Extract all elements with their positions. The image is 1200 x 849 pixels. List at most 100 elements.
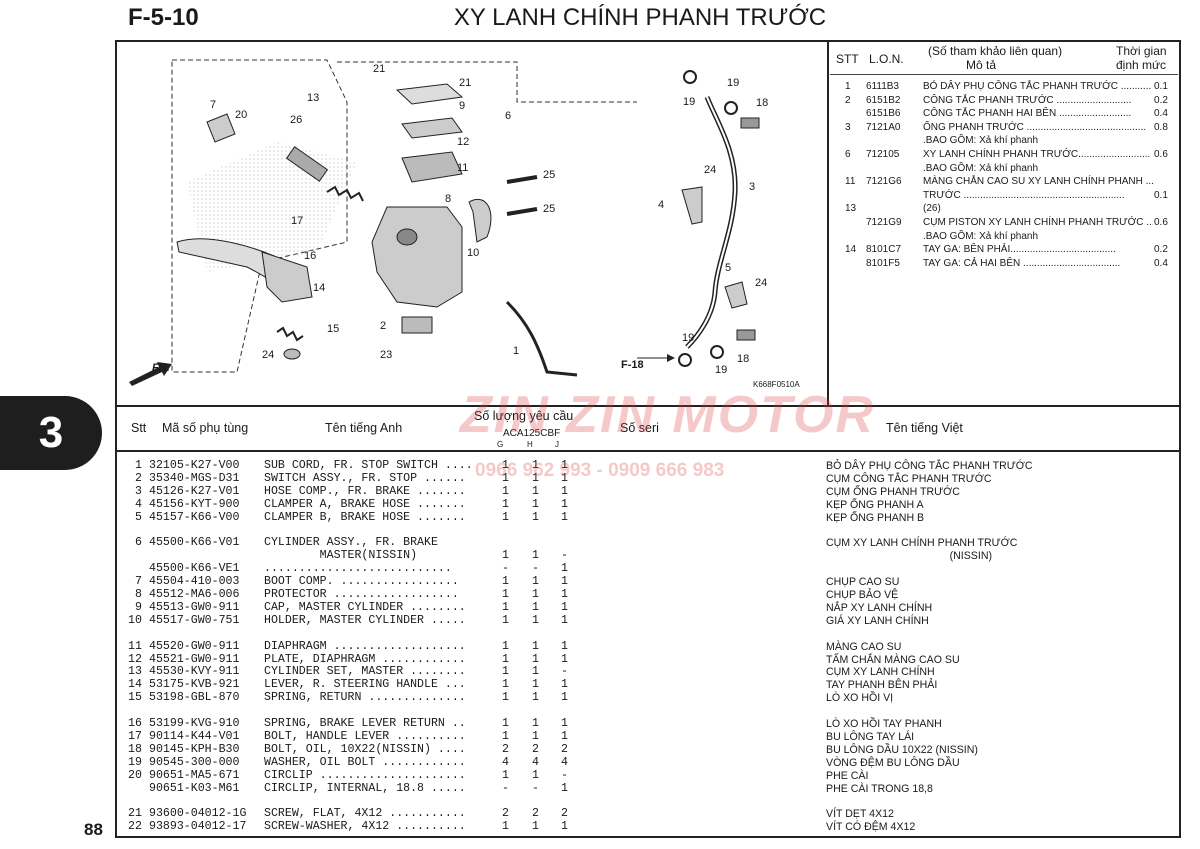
row-part-no: 45157-K66-V00 [149, 510, 240, 524]
row-qty-h: 2 [532, 807, 539, 821]
row-vietnamese: MÀNG CAO SU [826, 640, 902, 653]
callout-24b: 24 [755, 277, 768, 289]
ref-time: 0.8 [1154, 121, 1168, 133]
row-qty-j: 1 [561, 639, 568, 653]
col-header-h: H [527, 440, 533, 449]
row-vietnamese: (NISSIN) [826, 550, 992, 563]
row-english: MASTER(NISSIN) [264, 549, 418, 563]
row-vietnamese: CỤM CÔNG TẮC PHANH TRƯỚC [826, 472, 992, 485]
row-stt: 6 [128, 536, 142, 550]
row-stt: 3 [128, 484, 142, 498]
ref-header-related: (Số tham khảo liên quan) [928, 44, 1063, 58]
callout-3: 3 [749, 181, 756, 193]
row-stt: 21 [128, 807, 142, 821]
row-vietnamese: NẮP XY LANH CHÍNH [826, 601, 933, 614]
ref-desc: (26) [923, 203, 941, 215]
row-vietnamese: CỤM ỐNG PHANH TRƯỚC [826, 485, 960, 498]
row-stt: 11 [128, 639, 142, 653]
row-vietnamese: CHỤP BẢO VỆ [826, 589, 899, 601]
row-english: PROTECTOR .................. [264, 588, 459, 601]
row-vietnamese: CHỤP CAO SU [826, 576, 900, 589]
callout-2: 2 [380, 320, 387, 332]
row-stt: 19 [128, 755, 142, 769]
callout-19b: 19 [727, 77, 740, 89]
row-english: CIRCLIP ..................... [264, 768, 466, 782]
callout-7: 7 [210, 99, 217, 111]
row-qty-j: 1 [561, 691, 568, 705]
callout-26: 26 [290, 114, 303, 126]
row-stt: 8 [128, 588, 142, 601]
row-qty-h: 1 [532, 613, 539, 627]
row-stt: 22 [128, 820, 142, 834]
ref-lon: 6151B6 [866, 108, 901, 120]
col-header-vietnamese: Tên tiếng Việt [886, 421, 963, 435]
ref-time: 0.4 [1154, 257, 1168, 269]
row-part-no: 90545-300-000 [149, 755, 240, 769]
page-title: XY LANH CHÍNH PHANH TRƯỚC [453, 4, 827, 31]
ref-desc: BỎ DÂY PHỤ CÔNG TẮC PHANH TRƯỚC ........… [923, 81, 1152, 92]
row-qty-j: 1 [561, 471, 568, 485]
row-english: LEVER, R. STEERING HANDLE ... [264, 678, 466, 692]
row-stt: 7 [128, 575, 142, 589]
row-stt: 20 [128, 768, 142, 782]
row-part-no: 45500-K66-VE1 [149, 562, 240, 576]
row-part-no: 93600-04012-1G [149, 807, 247, 821]
row-stt: 1 [128, 459, 142, 472]
ref-lon: 8101C7 [866, 244, 902, 256]
col-header-j: J [555, 440, 559, 449]
callout-23: 24 [262, 349, 275, 361]
row-qty-j: 1 [561, 510, 568, 524]
row-qty-h: 1 [532, 820, 539, 834]
ref-lon: 7121A0 [866, 121, 901, 133]
row-vietnamese: KẸP ỐNG PHANH B [826, 511, 925, 524]
ref-desc: .BAO GỒM: Xả khí phanh [923, 162, 1039, 174]
callout-21a: 21 [373, 63, 386, 75]
row-qty-g: 1 [502, 600, 509, 614]
row-part-no: 45156-KYT-900 [149, 497, 240, 511]
ref-time: 0.1 [1154, 189, 1168, 201]
row-qty-j: 1 [561, 820, 568, 834]
row-qty-j: 1 [561, 781, 568, 795]
row-vietnamese: PHE CÀI TRONG 18,8 [826, 782, 933, 795]
ref-lon: 6151B2 [866, 94, 901, 106]
page-frame [115, 40, 1181, 838]
ref-desc: MÀNG CHẮN CAO SU XY LANH CHÍNH PHANH ...… [923, 176, 1153, 188]
row-vietnamese: VÒNG ĐỆM BU LÔNG DẦU [826, 756, 960, 769]
row-vietnamese: CỤM XY LANH CHÍNH [826, 666, 935, 679]
row-qty-j: 1 [561, 600, 568, 614]
col-header-serial: Số seri [620, 421, 659, 435]
callout-13: 13 [307, 92, 320, 104]
row-qty-g: - [502, 562, 509, 576]
row-stt: 5 [128, 510, 142, 524]
callout-25a: 25 [543, 169, 556, 181]
ref-stt: 13 [845, 203, 857, 215]
col-header-model: ACA125CBF [503, 428, 561, 439]
row-english: CLAMPER A, BRAKE HOSE ....... [264, 497, 466, 511]
callout-16: 16 [304, 250, 317, 262]
row-stt: 17 [128, 729, 142, 743]
row-english: WASHER, OIL BOLT ............ [264, 755, 466, 769]
row-qty-h: 1 [532, 471, 539, 485]
ref-header-time1: Thời gian [1116, 44, 1167, 58]
row-qty-g: 1 [502, 717, 509, 730]
row-part-no: 45504-410-003 [149, 575, 240, 589]
row-english: CYLINDER ASSY., FR. BRAKE [264, 536, 438, 550]
row-english: SUB CORD, FR. STOP SWITCH .... [264, 459, 473, 472]
row-stt: 9 [128, 600, 142, 614]
callout-9: 9 [459, 100, 466, 112]
row-qty-h: 1 [532, 484, 539, 498]
table-row: 45500-K66-VE1...........................… [0, 562, 1200, 576]
row-qty-g: 1 [502, 613, 509, 627]
table-header-border [115, 450, 1181, 452]
row-qty-g: 1 [502, 820, 509, 834]
row-qty-h: 1 [532, 575, 539, 589]
row-vietnamese: LÒ XO HỒI VỊ [826, 692, 894, 705]
row-english: DIAPHRAGM ................... [264, 639, 466, 653]
